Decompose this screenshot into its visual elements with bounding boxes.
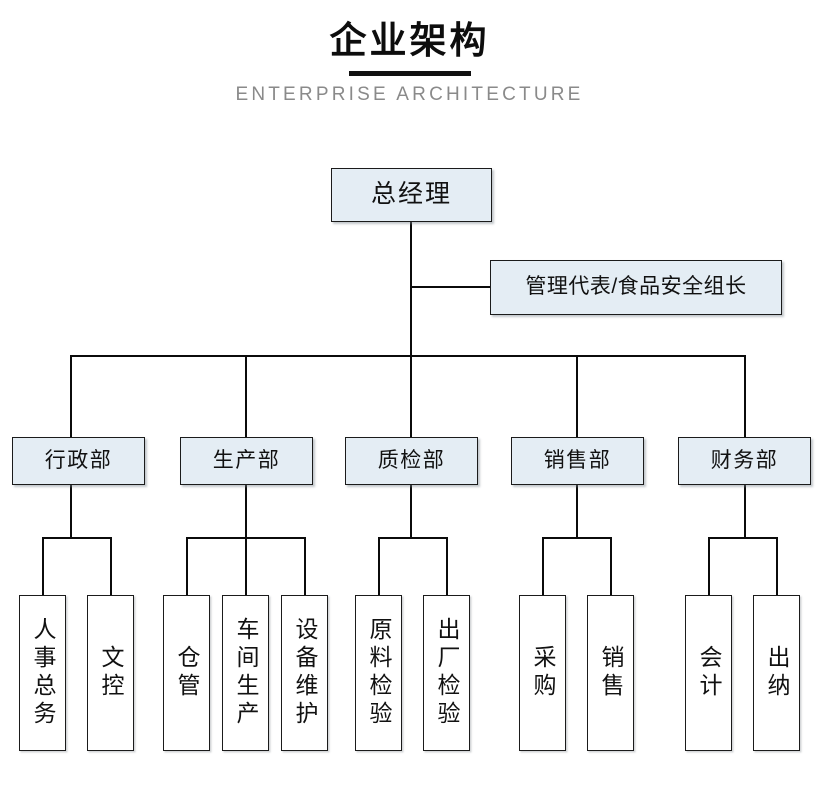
node-unit-selling-label: 销售 xyxy=(598,645,624,701)
connector-subbus-qc xyxy=(378,537,448,539)
node-general-manager[interactable]: 总经理 xyxy=(331,168,492,222)
node-unit-document-control[interactable]: 文控 xyxy=(87,595,134,751)
title-divider xyxy=(348,71,471,76)
node-unit-raw-material-inspection[interactable]: 原料检验 xyxy=(355,595,402,751)
connector-drop-admin xyxy=(70,355,72,437)
node-department-sales-label: 销售部 xyxy=(543,448,612,472)
node-department-quality-label: 质检部 xyxy=(377,448,446,472)
node-unit-warehouse[interactable]: 仓管 xyxy=(163,595,210,751)
connector-stem-admin xyxy=(70,485,72,539)
connector-subbus-admin xyxy=(42,537,112,539)
node-unit-accounting-label: 会计 xyxy=(696,645,722,701)
node-department-admin[interactable]: 行政部 xyxy=(12,437,145,485)
node-department-sales[interactable]: 销售部 xyxy=(511,437,644,485)
node-unit-warehouse-label: 仓管 xyxy=(174,645,200,701)
connector-gm-stem xyxy=(410,221,412,357)
node-unit-workshop-production-label: 车间生产 xyxy=(233,617,259,729)
connector-leaf-maintenance xyxy=(304,537,306,595)
node-unit-equipment-maintenance[interactable]: 设备维护 xyxy=(281,595,328,751)
connector-leaf-hr xyxy=(42,537,44,595)
connector-leaf-accounting xyxy=(708,537,710,595)
node-unit-purchasing[interactable]: 采购 xyxy=(519,595,566,751)
node-department-admin-label: 行政部 xyxy=(44,448,113,472)
connector-leaf-raw-inspection xyxy=(378,537,380,595)
node-general-manager-label: 总经理 xyxy=(370,180,452,209)
node-department-finance-label: 财务部 xyxy=(710,448,779,472)
node-unit-selling[interactable]: 销售 xyxy=(587,595,634,751)
connector-stem-qc xyxy=(410,485,412,539)
node-management-representative-label: 管理代表/食品安全组长 xyxy=(525,275,747,299)
connector-drop-sales xyxy=(576,355,578,437)
connector-drop-qc xyxy=(410,355,412,437)
node-unit-cashier[interactable]: 出纳 xyxy=(753,595,800,751)
node-department-production-label: 生产部 xyxy=(212,448,281,472)
connector-stem-prod xyxy=(245,485,247,539)
connector-main-bus xyxy=(70,355,746,357)
connector-drop-prod xyxy=(245,355,247,437)
node-department-quality[interactable]: 质检部 xyxy=(345,437,478,485)
connector-stem-sales xyxy=(576,485,578,539)
connector-leaf-doc xyxy=(110,537,112,595)
node-unit-outgoing-inspection-label: 出厂检验 xyxy=(434,617,460,729)
node-unit-cashier-label: 出纳 xyxy=(764,645,790,701)
connector-drop-finance xyxy=(744,355,746,437)
connector-leaf-selling xyxy=(610,537,612,595)
node-department-production[interactable]: 生产部 xyxy=(180,437,313,485)
connector-leaf-cashier xyxy=(776,537,778,595)
connector-subbus-sales xyxy=(542,537,612,539)
page-title: 企业架构 xyxy=(329,20,490,61)
connector-leaf-workshop xyxy=(245,537,247,595)
connector-leaf-outgoing-inspection xyxy=(446,537,448,595)
node-unit-hr-general-affairs[interactable]: 人事总务 xyxy=(19,595,66,751)
node-management-representative[interactable]: 管理代表/食品安全组长 xyxy=(490,260,782,315)
node-department-finance[interactable]: 财务部 xyxy=(678,437,811,485)
connector-subbus-finance xyxy=(708,537,778,539)
node-unit-outgoing-inspection[interactable]: 出厂检验 xyxy=(423,595,470,751)
connector-gm-to-mgmt-rep xyxy=(410,286,492,288)
node-unit-workshop-production[interactable]: 车间生产 xyxy=(222,595,269,751)
node-unit-accounting[interactable]: 会计 xyxy=(685,595,732,751)
node-unit-raw-material-inspection-label: 原料检验 xyxy=(366,617,392,729)
node-unit-document-control-label: 文控 xyxy=(98,645,124,701)
page-subtitle: ENTERPRISE ARCHITECTURE xyxy=(235,84,584,105)
connector-leaf-warehouse xyxy=(186,537,188,595)
connector-stem-finance xyxy=(744,485,746,539)
node-unit-equipment-maintenance-label: 设备维护 xyxy=(292,617,318,729)
connector-leaf-purchasing xyxy=(542,537,544,595)
node-unit-hr-general-affairs-label: 人事总务 xyxy=(30,617,56,729)
node-unit-purchasing-label: 采购 xyxy=(530,645,556,701)
